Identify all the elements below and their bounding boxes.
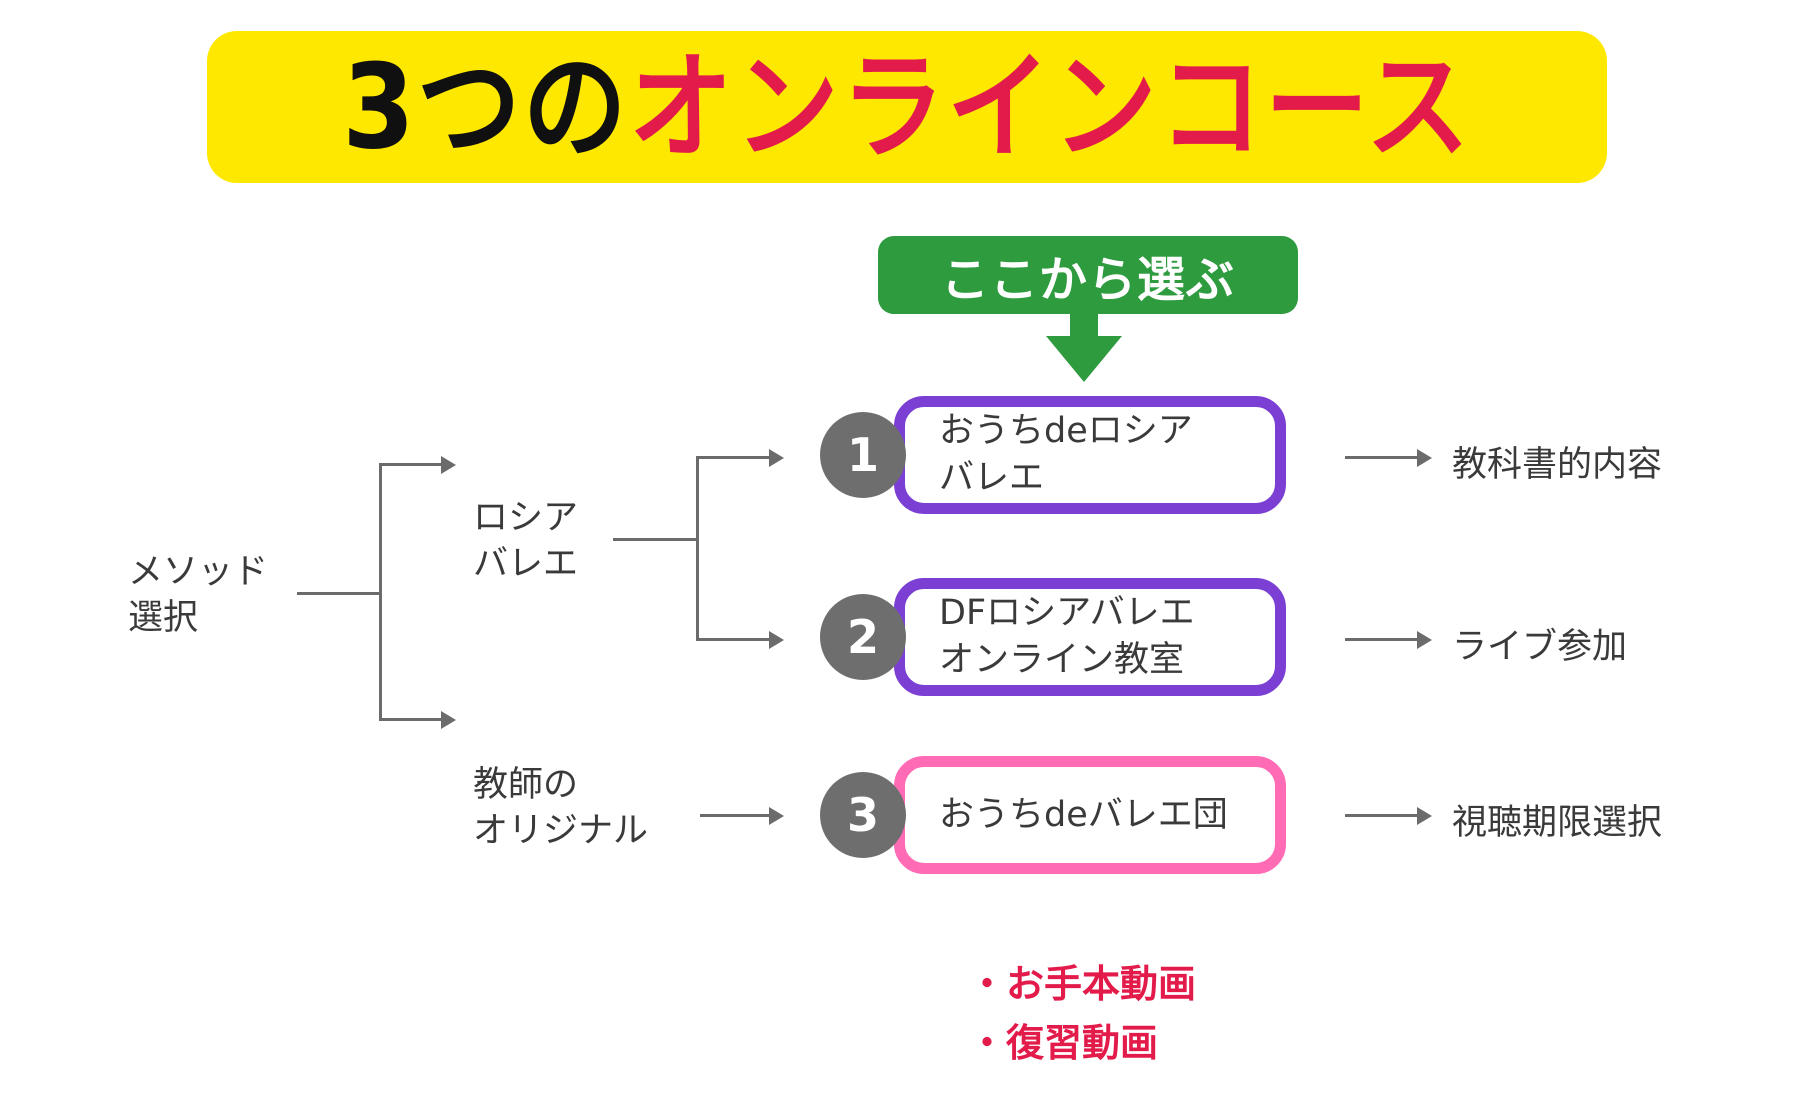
course-number-badge-2: 2 xyxy=(820,594,906,680)
outcome-arrow-2 xyxy=(1417,631,1432,649)
callout-here-to-choose: ここから選ぶ xyxy=(878,236,1298,314)
course-number-badge-3: 3 xyxy=(820,772,906,858)
tree-line-to-course-2 xyxy=(696,638,769,641)
tree-branch-label-original: 教師の オリジナル xyxy=(473,765,649,852)
tree-arrow-course-1 xyxy=(769,449,784,467)
tree-line-spine xyxy=(379,463,382,720)
callout-stem xyxy=(1070,312,1098,340)
tree-arrow-branch-2 xyxy=(441,711,456,729)
outcome-line-3 xyxy=(1345,814,1417,817)
title-prefix: 3つの xyxy=(342,38,629,176)
outcome-arrow-1 xyxy=(1417,449,1432,467)
tree-arrow-course-2 xyxy=(769,631,784,649)
outcome-line-2 xyxy=(1345,638,1417,641)
title-banner: 3つのオンラインコース xyxy=(207,31,1607,183)
outcome-label-3: 視聴期限選択 xyxy=(1452,803,1663,843)
course-label-3: おうちdeバレエ団 xyxy=(939,794,1228,835)
page-title: 3つのオンラインコース xyxy=(342,49,1471,165)
course-label-1: おうちdeロシア バレエ xyxy=(939,411,1193,498)
tree-line-to-course-3 xyxy=(700,814,769,817)
course-number-badge-1: 1 xyxy=(820,412,906,498)
bullet-item-2: ・復習動画 xyxy=(968,1020,1159,1065)
outcome-arrow-3 xyxy=(1417,807,1432,825)
tree-line-russian-out xyxy=(613,538,698,541)
tree-arrow-course-3 xyxy=(769,807,784,825)
outcome-line-1 xyxy=(1345,456,1417,459)
tree-line-branch-1 xyxy=(379,463,441,466)
arrow-down-icon xyxy=(1046,336,1122,382)
course-box-2[interactable]: DFロシアバレエ オンライン教室 xyxy=(894,578,1286,696)
outcome-label-2: ライブ参加 xyxy=(1452,627,1628,667)
bullet-item-1: ・お手本動画 xyxy=(968,962,1197,1006)
course-box-3[interactable]: おうちdeバレエ団 xyxy=(894,756,1286,874)
tree-root-label: メソッド 選択 xyxy=(128,552,269,639)
course-label-2: DFロシアバレエ オンライン教室 xyxy=(939,593,1195,680)
tree-branch-label-russian: ロシア バレエ xyxy=(473,498,579,585)
title-highlight: オンラインコース xyxy=(628,38,1472,176)
course-box-1[interactable]: おうちdeロシア バレエ xyxy=(894,396,1286,514)
tree-line-branch-2 xyxy=(379,718,441,721)
tree-arrow-branch-1 xyxy=(441,456,456,474)
bullet-list: ・お手本動画 ・復習動画 xyxy=(968,955,1196,1073)
outcome-label-1: 教科書的内容 xyxy=(1452,445,1663,485)
tree-line-to-course-1 xyxy=(696,456,769,459)
callout-label: ここから選ぶ xyxy=(940,252,1235,308)
tree-line-root xyxy=(297,592,381,595)
tree-line-russian-spine xyxy=(696,456,699,641)
